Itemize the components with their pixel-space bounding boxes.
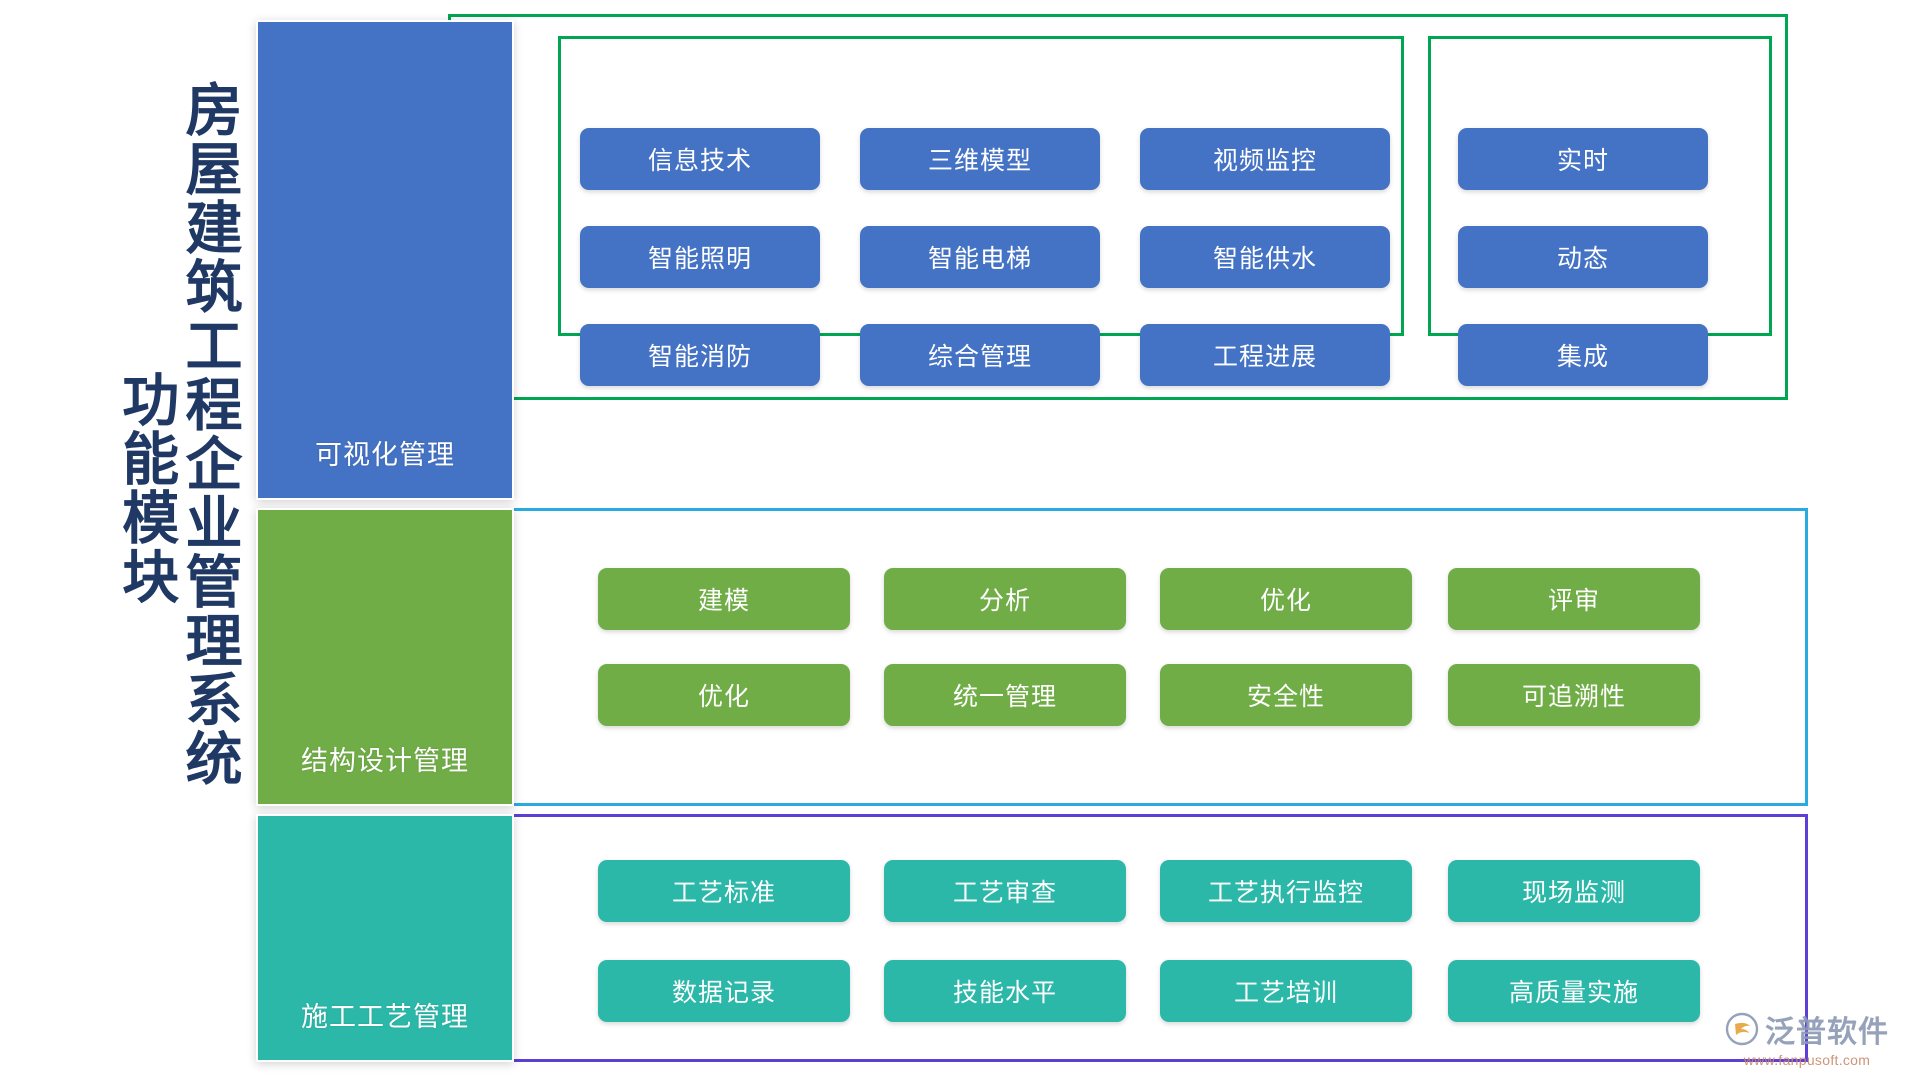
module-pill[interactable]: 视频监控 [1140, 128, 1390, 190]
category-tile-visualization[interactable]: 可视化管理 [256, 20, 514, 500]
module-pill[interactable]: 智能供水 [1140, 226, 1390, 288]
module-pill[interactable]: 可追溯性 [1448, 664, 1700, 726]
module-pill[interactable]: 工艺培训 [1160, 960, 1412, 1022]
category-label-visualization: 可视化管理 [315, 440, 455, 470]
module-pill[interactable]: 智能电梯 [860, 226, 1100, 288]
category-label-structural-design: 结构设计管理 [301, 746, 469, 776]
category-tile-structural-design[interactable]: 结构设计管理 [256, 508, 514, 806]
module-pill[interactable]: 技能水平 [884, 960, 1126, 1022]
module-pill[interactable]: 工艺标准 [598, 860, 850, 922]
section-construction-process-outline [508, 814, 1808, 1062]
module-pill[interactable]: 建模 [598, 568, 850, 630]
watermark: 泛普软件 www.fanpusoft.com [1712, 1004, 1902, 1070]
module-pill[interactable]: 动态 [1458, 226, 1708, 288]
module-pill[interactable]: 综合管理 [860, 324, 1100, 386]
module-pill[interactable]: 高质量实施 [1448, 960, 1700, 1022]
page-title: 房屋建筑工程企业管理系统 功能模块 [58, 80, 240, 980]
fanpu-logo-icon [1725, 1012, 1759, 1046]
page-title-secondary: 功能模块 [113, 370, 177, 606]
module-pill[interactable]: 分析 [884, 568, 1126, 630]
module-pill[interactable]: 统一管理 [884, 664, 1126, 726]
module-pill[interactable]: 优化 [1160, 568, 1412, 630]
category-label-construction-process: 施工工艺管理 [301, 1002, 469, 1032]
category-tile-construction-process[interactable]: 施工工艺管理 [256, 814, 514, 1062]
module-pill[interactable]: 智能消防 [580, 324, 820, 386]
module-pill[interactable]: 工艺审查 [884, 860, 1126, 922]
module-pill[interactable]: 优化 [598, 664, 850, 726]
watermark-url: www.fanpusoft.com [1743, 1051, 1871, 1068]
module-pill[interactable]: 工艺执行监控 [1160, 860, 1412, 922]
watermark-brand: 泛普软件 [1765, 1015, 1889, 1049]
module-pill[interactable]: 智能照明 [580, 226, 820, 288]
module-pill[interactable]: 工程进展 [1140, 324, 1390, 386]
section-structural-design-outline [508, 508, 1808, 806]
module-pill[interactable]: 数据记录 [598, 960, 850, 1022]
module-pill[interactable]: 信息技术 [580, 128, 820, 190]
page-title-primary: 房屋建筑工程企业管理系统 [177, 80, 240, 788]
module-pill[interactable]: 三维模型 [860, 128, 1100, 190]
module-pill[interactable]: 集成 [1458, 324, 1708, 386]
module-pill[interactable]: 安全性 [1160, 664, 1412, 726]
module-pill[interactable]: 评审 [1448, 568, 1700, 630]
module-pill[interactable]: 现场监测 [1448, 860, 1700, 922]
module-pill[interactable]: 实时 [1458, 128, 1708, 190]
